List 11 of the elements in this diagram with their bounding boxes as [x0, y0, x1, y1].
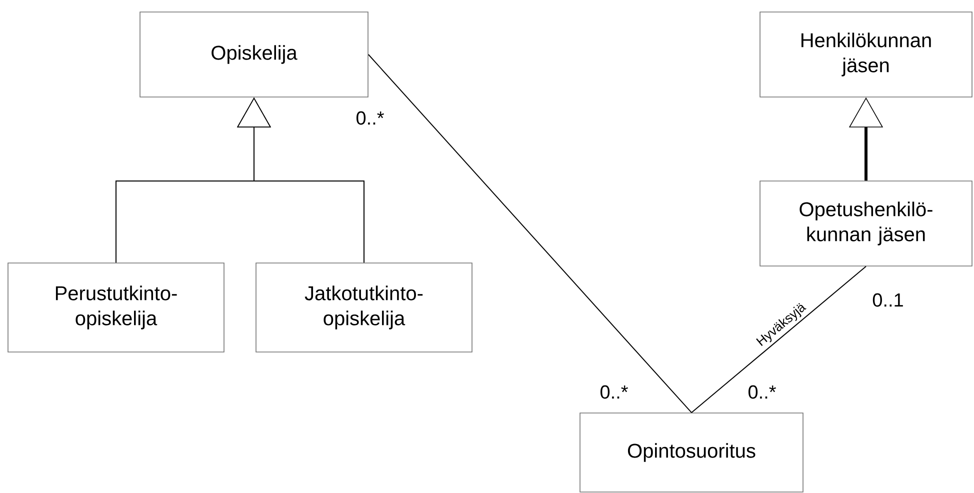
class-box: Jatkotutkinto-opiskelija	[256, 262, 472, 352]
association-line	[691, 266, 866, 414]
class-box: Opetushenkilö-kunnan jäsen	[760, 180, 972, 266]
multiplicity: 0..1	[872, 293, 903, 307]
multiplicity: 0..*	[748, 385, 776, 399]
multiplicity: 0..*	[356, 111, 384, 125]
class-box: Henkilökunnan jäsen	[760, 12, 972, 98]
association-line	[368, 54, 692, 414]
class-box: Opintosuoritus	[580, 412, 804, 492]
class-box: Opiskelija	[140, 12, 368, 98]
class-box: Perustutkinto-opiskelija	[8, 262, 224, 352]
